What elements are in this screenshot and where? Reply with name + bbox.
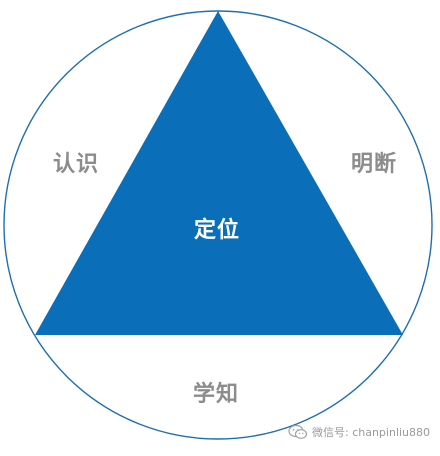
label-left-segment: 认识: [53, 152, 100, 177]
wechat-icon: [288, 424, 308, 439]
center-triangle: [35, 11, 403, 335]
label-right-segment: 明断: [351, 152, 398, 177]
label-bottom-segment: 学知: [193, 382, 240, 407]
label-center-triangle: 定位: [194, 218, 241, 243]
watermark: 微信号: chanpinliu880: [288, 424, 430, 440]
watermark-text: 微信号: chanpinliu880: [312, 426, 431, 439]
